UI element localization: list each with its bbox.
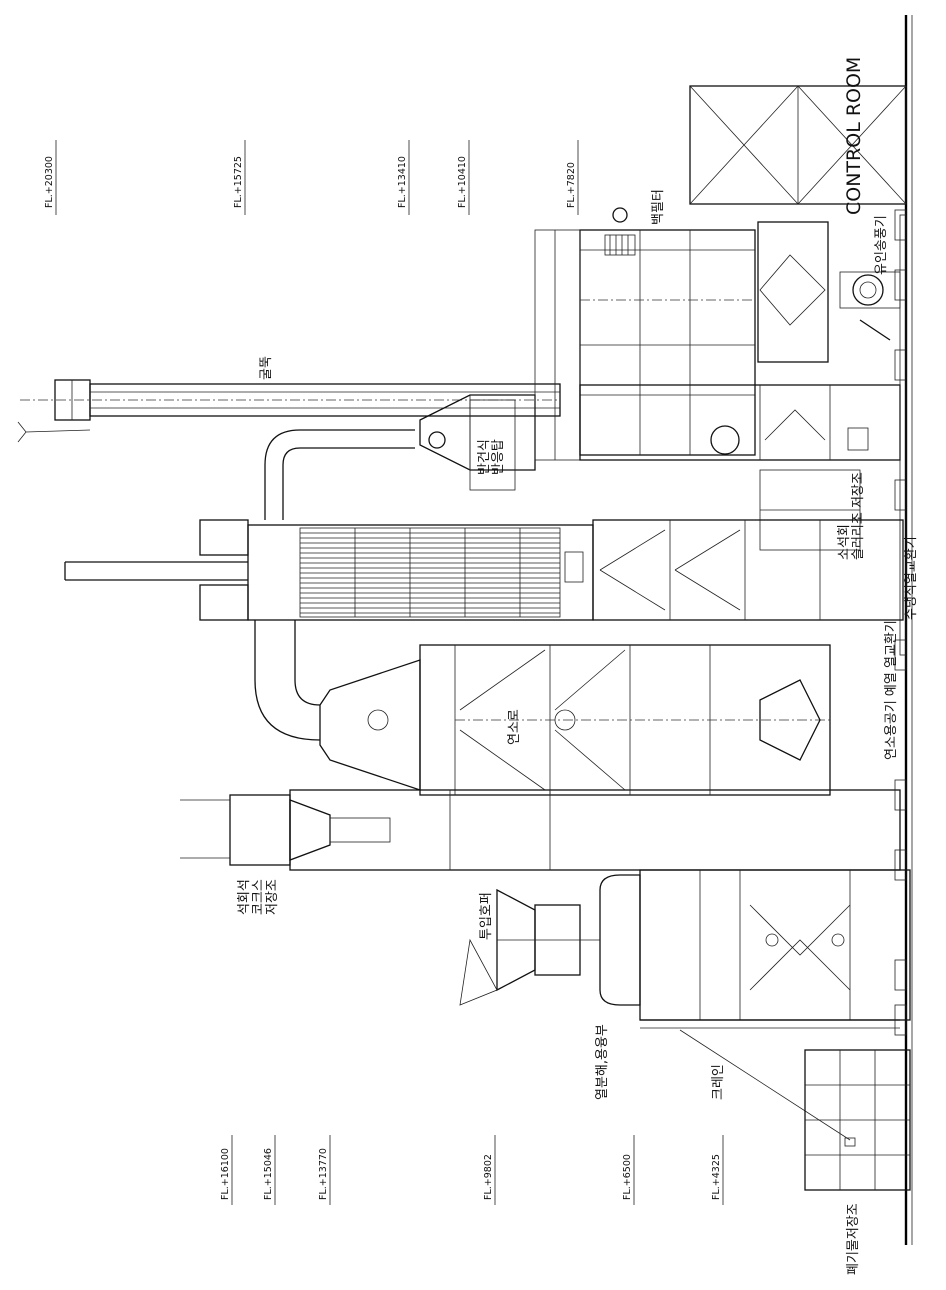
slurry-tank: 소석회슬러리조 저장조 <box>759 469 866 560</box>
ground-columns <box>894 209 907 1036</box>
combustion-chamber: 연소로 연소용공기 예열 열교환기 <box>319 620 899 796</box>
fl-13770: FL.+13770 <box>318 1148 329 1200</box>
stack-label: 굴뚝 <box>259 356 274 380</box>
semidry-reactor-label: 반건식반응탑 <box>477 439 506 475</box>
water-cooled-hx-label: 수냉식열교환기 <box>904 536 919 620</box>
bag-filter-label: 백필터 <box>651 189 666 225</box>
hopper-label: 투입호퍼 <box>479 892 494 940</box>
lime-coke-silo: 석회석코크스저장조 <box>180 789 901 915</box>
fl-13410: FL.+13410 <box>397 156 408 208</box>
control-room: CONTROL ROOM <box>689 57 907 215</box>
fl-7820: FL.+7820 <box>566 162 577 208</box>
fl-15046: FL.+15046 <box>263 1148 274 1200</box>
slurry-tank-label: 소석회슬러리조 저장조 <box>837 472 866 560</box>
fl-4325: FL.+4325 <box>711 1154 722 1200</box>
fl-15725: FL.+15725 <box>233 156 244 208</box>
crane-label: 크레인 <box>711 1064 726 1100</box>
induced-fan: 유인송풍기 <box>757 215 901 363</box>
melting-unit: 열분해,용융부 <box>595 869 911 1100</box>
stack: 굴뚝 <box>17 356 561 443</box>
semi-dry-reactor: 반건식반응탑 <box>419 394 536 491</box>
fl-16100: FL.+16100 <box>220 1148 231 1200</box>
crane: 크레인 <box>640 1019 900 1141</box>
combustion-chamber-label: 연소로 <box>507 709 522 745</box>
floor-level-markers-bottom: FL.+16100 FL.+15046 FL.+13770 FL.+9802 F… <box>220 1135 724 1205</box>
bag-filter: 백필터 <box>534 189 756 461</box>
floor-level-markers-top: FL.+20300 FL.+15725 FL.+13410 FL.+10410 … <box>44 140 579 215</box>
filter-lower-structure <box>579 214 907 656</box>
duct-hx-combustor <box>254 620 321 741</box>
feed-hopper: 투입호퍼 <box>459 888 600 1006</box>
water-cooled-heat-exchanger: 수냉식열교환기 <box>64 519 919 621</box>
lime-coke-silo-label: 석회석코크스저장조 <box>237 879 280 915</box>
waste-pit-label: 폐기물저장조 <box>846 1203 861 1275</box>
duct-reactor-hx <box>264 429 415 520</box>
melting-unit-label: 열분해,용융부 <box>595 1024 610 1100</box>
air-preheater-label: 연소용공기 예열 열교환기 <box>884 620 899 760</box>
waste-pit: 폐기물저장조 <box>804 1049 911 1275</box>
fl-6500: FL.+6500 <box>622 1154 633 1200</box>
fl-10410: FL.+10410 <box>457 156 468 208</box>
fl-9802: FL.+9802 <box>483 1154 494 1200</box>
induced-fan-label: 유인송풍기 <box>874 215 889 275</box>
control-room-label: CONTROL ROOM <box>843 57 865 215</box>
tube-bank <box>300 528 560 617</box>
fl-20300: FL.+20300 <box>44 156 55 208</box>
